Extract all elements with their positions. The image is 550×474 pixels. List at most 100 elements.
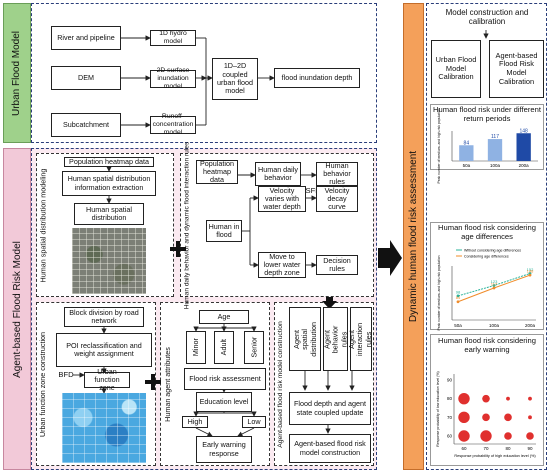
scatter-bubble [458,430,470,442]
scatter-y-tick: 80 [447,396,453,401]
senior-label: Senior [248,337,258,358]
velocity-depth-box: Velocity varies with water depth [258,186,306,212]
bar-y-axis-label: Peak number of medium- and high-risk pop… [437,108,441,183]
bar-tick-label: 200a [519,163,530,168]
line-tick-label: 100a [489,323,500,328]
function-zone-map [62,393,146,463]
adult-label: Adult [218,339,228,356]
early-warning-box: Early warning response [196,436,252,463]
scatter-y-axis-label: Response probability of low education le… [436,371,440,447]
agent-section-band [3,148,31,470]
adult-box: Adult [214,331,234,364]
agent-behavior-label: Agent behavior rules [322,325,348,353]
scatter-bubble [480,430,492,442]
psfm-label: PSFM [300,186,322,195]
scatter-x-tick: 80 [505,446,511,451]
behavior-rules-box: Human behavior rules [316,161,358,186]
scatter-bubble [482,394,490,403]
bar-value-label: 148 [519,128,528,134]
assessment-band [403,3,424,470]
agent-behavior-box: Agent behavior rules [322,307,348,371]
age-title: Human flood risk considering age differe… [438,223,536,241]
age-box: Age [199,310,249,324]
daily-behavior-box: Human daily behavior [255,162,301,186]
agent-spatial-label: Agent spatial distribution [291,321,318,357]
agent-interaction-label: Agent interaction rules [347,322,374,356]
human-in-flood-box: Human in flood [206,220,242,242]
scatter-bubble [458,411,470,424]
move-lower-box: Move to lower water depth zone [258,252,306,278]
senior-box: Senior [244,331,264,364]
scatter-bubble [504,413,512,422]
ufm-calibration-box: Urban Flood Model Calibration [431,40,481,98]
hydro-1d-box: 1D hydro model [150,30,196,46]
decision-rules-box: Decision rules [316,255,358,275]
poi-box: POI reclassification and weight assignme… [56,333,152,367]
scatter-y-tick: 90 [447,378,453,383]
high-box: High [182,416,208,428]
river-pipeline-box: River and pipeline [51,26,121,50]
age-chart: Peak number of medium- and high-risk pop… [437,248,536,331]
calibration-title: Model construction and calibration [445,8,529,27]
scatter-bubble [506,396,510,401]
low-box: Low [242,416,266,428]
agent-interaction-box: Agent interaction rules [347,307,374,371]
bar-value-label: 84 [464,140,470,146]
coupled-update-box: Flood depth and agent state coupled upda… [289,392,371,425]
abm-construction-box: Agent-based flood risk model constructio… [289,434,371,463]
warning-title: Human flood risk considering early warni… [438,336,536,354]
line-point [492,286,496,290]
scatter-x-axis-label: Response probability of high education l… [454,454,536,458]
scatter-bubble [458,392,470,405]
line-legend-label: Without considering age differences [464,248,521,252]
return-period-chart: Peak number of medium- and high-risk pop… [437,108,538,184]
scatter-x-tick: 90 [527,446,533,451]
scatter-x-tick: 70 [483,446,489,451]
scatter-x-tick: 60 [461,446,467,451]
bfd-label: BFD [58,370,74,379]
coupled-model-box: 1D–2D coupled urban flood model [212,58,258,100]
spatial-heatmap-box: Population heatmap data [64,157,154,167]
warning-card [430,334,544,466]
line-value-label: 123 [491,279,498,284]
line-value-label: 148 [527,269,534,274]
spatial-extraction-box: Human spatial distribution information e… [62,171,156,196]
spatial-distribution-box: Human spatial distribution [74,203,144,225]
bar-tick-label: 100a [490,163,501,168]
bar-tick-label: 50a [463,163,471,168]
line-value-label: 98 [456,289,461,294]
scatter-bubble [528,415,532,420]
scatter-y-tick: 60 [447,434,453,439]
line-value-label: 152 [527,267,534,272]
line-y-axis-label: Peak number of medium- and high-risk pop… [437,255,441,330]
minor-box: Minor [186,331,206,364]
behavior-heatmap-box: Population heatmap data [196,159,238,184]
minor-label: Minor [190,338,200,357]
scatter-bubble [528,396,532,401]
line-point [456,300,460,304]
education-box: Education level [196,392,252,412]
urban-section-band [3,3,31,143]
subcatchment-box: Subcatchment [51,113,121,137]
bar-100a [487,139,503,161]
scatter-y-tick: 70 [447,415,453,420]
velocity-decay-box: Velocity decay curve [316,186,358,212]
scatter-bubble [504,432,512,440]
dem-box: DEM [51,66,121,90]
line-legend-label: Considering age differences [464,254,509,258]
bar-value-label: 117 [491,134,499,140]
scatter-bubble [526,432,534,440]
block-division-box: Block division by road network [64,307,144,327]
scatter-bubble [482,413,490,422]
line-point [456,294,460,298]
line-point [528,273,532,277]
bar-50a [459,145,474,161]
runoff-box: Runoff-concentration model [150,113,196,136]
return-period-title: Human flood risk under different return … [433,105,541,123]
line-point [492,284,496,287]
line-value-label: 117 [491,282,498,287]
satellite-image [72,228,146,294]
function-zone-box: Urban function zone [84,367,130,392]
line-value-label: 84 [456,295,461,300]
